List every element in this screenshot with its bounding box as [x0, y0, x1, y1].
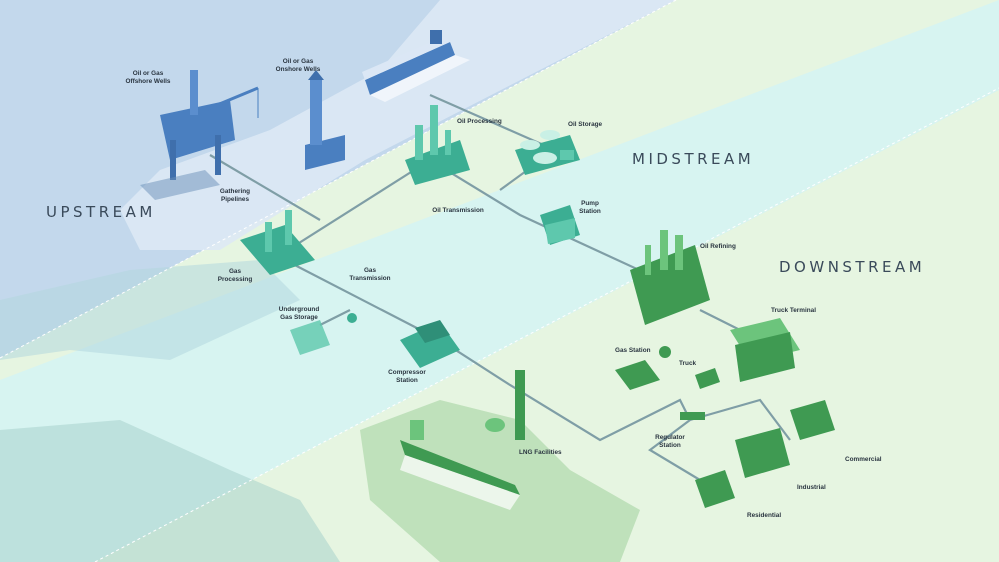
gathering-pipeline [209, 154, 321, 221]
regulator-station-icon [680, 412, 705, 420]
oil-storage-tanks-icon [515, 130, 580, 175]
residential-house-icon [695, 470, 735, 508]
storage-pipeline [319, 309, 351, 326]
label-commercial: Commercial [845, 456, 882, 463]
gas-station-icon [615, 346, 671, 390]
label-pump-station: Pump Station [579, 200, 601, 215]
label-gas-transmission: Gas Transmission [349, 267, 391, 282]
label-truck: Truck [679, 360, 697, 367]
oil-processing-plant-icon [405, 105, 470, 185]
oil-tanker-icon [362, 30, 470, 102]
truck-icon [695, 368, 720, 389]
underground-storage-icon [290, 313, 357, 355]
sea-area [0, 420, 340, 562]
offshore-platform-icon [140, 70, 259, 200]
label-underground-gas-storage: Underground Gas Storage [278, 306, 320, 321]
label-regulator-station: Regulator Station [655, 434, 685, 449]
midstream-downstream-boundary [94, 87, 999, 562]
upstream-title: UPSTREAM [46, 203, 156, 221]
label-onshore-wells: Oil or Gas Onshore Wells [275, 58, 321, 73]
label-oil-processing: Oil Processing [457, 118, 502, 125]
truck-terminal-icon [730, 318, 800, 382]
label-oil-refining: Oil Refining [700, 243, 736, 250]
midstream-title: MIDSTREAM [632, 150, 755, 168]
label-industrial: Industrial [797, 484, 826, 491]
coast-land [0, 260, 300, 360]
oil-transmission-pipeline [279, 158, 666, 283]
label-oil-storage: Oil Storage [568, 121, 603, 128]
upstream-land [120, 0, 676, 250]
commercial-building-icon [790, 400, 835, 440]
gas-processing-plant-icon [240, 210, 315, 275]
label-gas-station: Gas Station [615, 347, 651, 354]
industrial-building-icon [735, 428, 790, 478]
distribution-pipeline [648, 419, 701, 481]
label-residential: Residential [747, 512, 782, 519]
compressor-station-icon [400, 320, 460, 368]
oil-refinery-icon [630, 230, 710, 325]
label-lng-facilities: LNG Facilities [519, 449, 562, 456]
downstream-title: DOWNSTREAM [779, 258, 926, 276]
lng-facility-icon [485, 370, 525, 440]
label-truck-terminal: Truck Terminal [771, 307, 816, 314]
label-compressor-station: Compressor Station [388, 369, 426, 384]
label-gathering-pipelines: Gathering Pipelines [219, 188, 251, 203]
upstream-midstream-boundary [0, 0, 677, 359]
label-gas-processing: Gas Processing [217, 268, 253, 283]
lng-tanker-icon [400, 420, 520, 510]
onshore-well-icon [305, 70, 345, 170]
pump-station-icon [540, 205, 580, 245]
label-offshore-wells: Oil or Gas Offshore Wells [125, 70, 171, 85]
label-oil-transmission: Oil Transmission [432, 207, 484, 214]
